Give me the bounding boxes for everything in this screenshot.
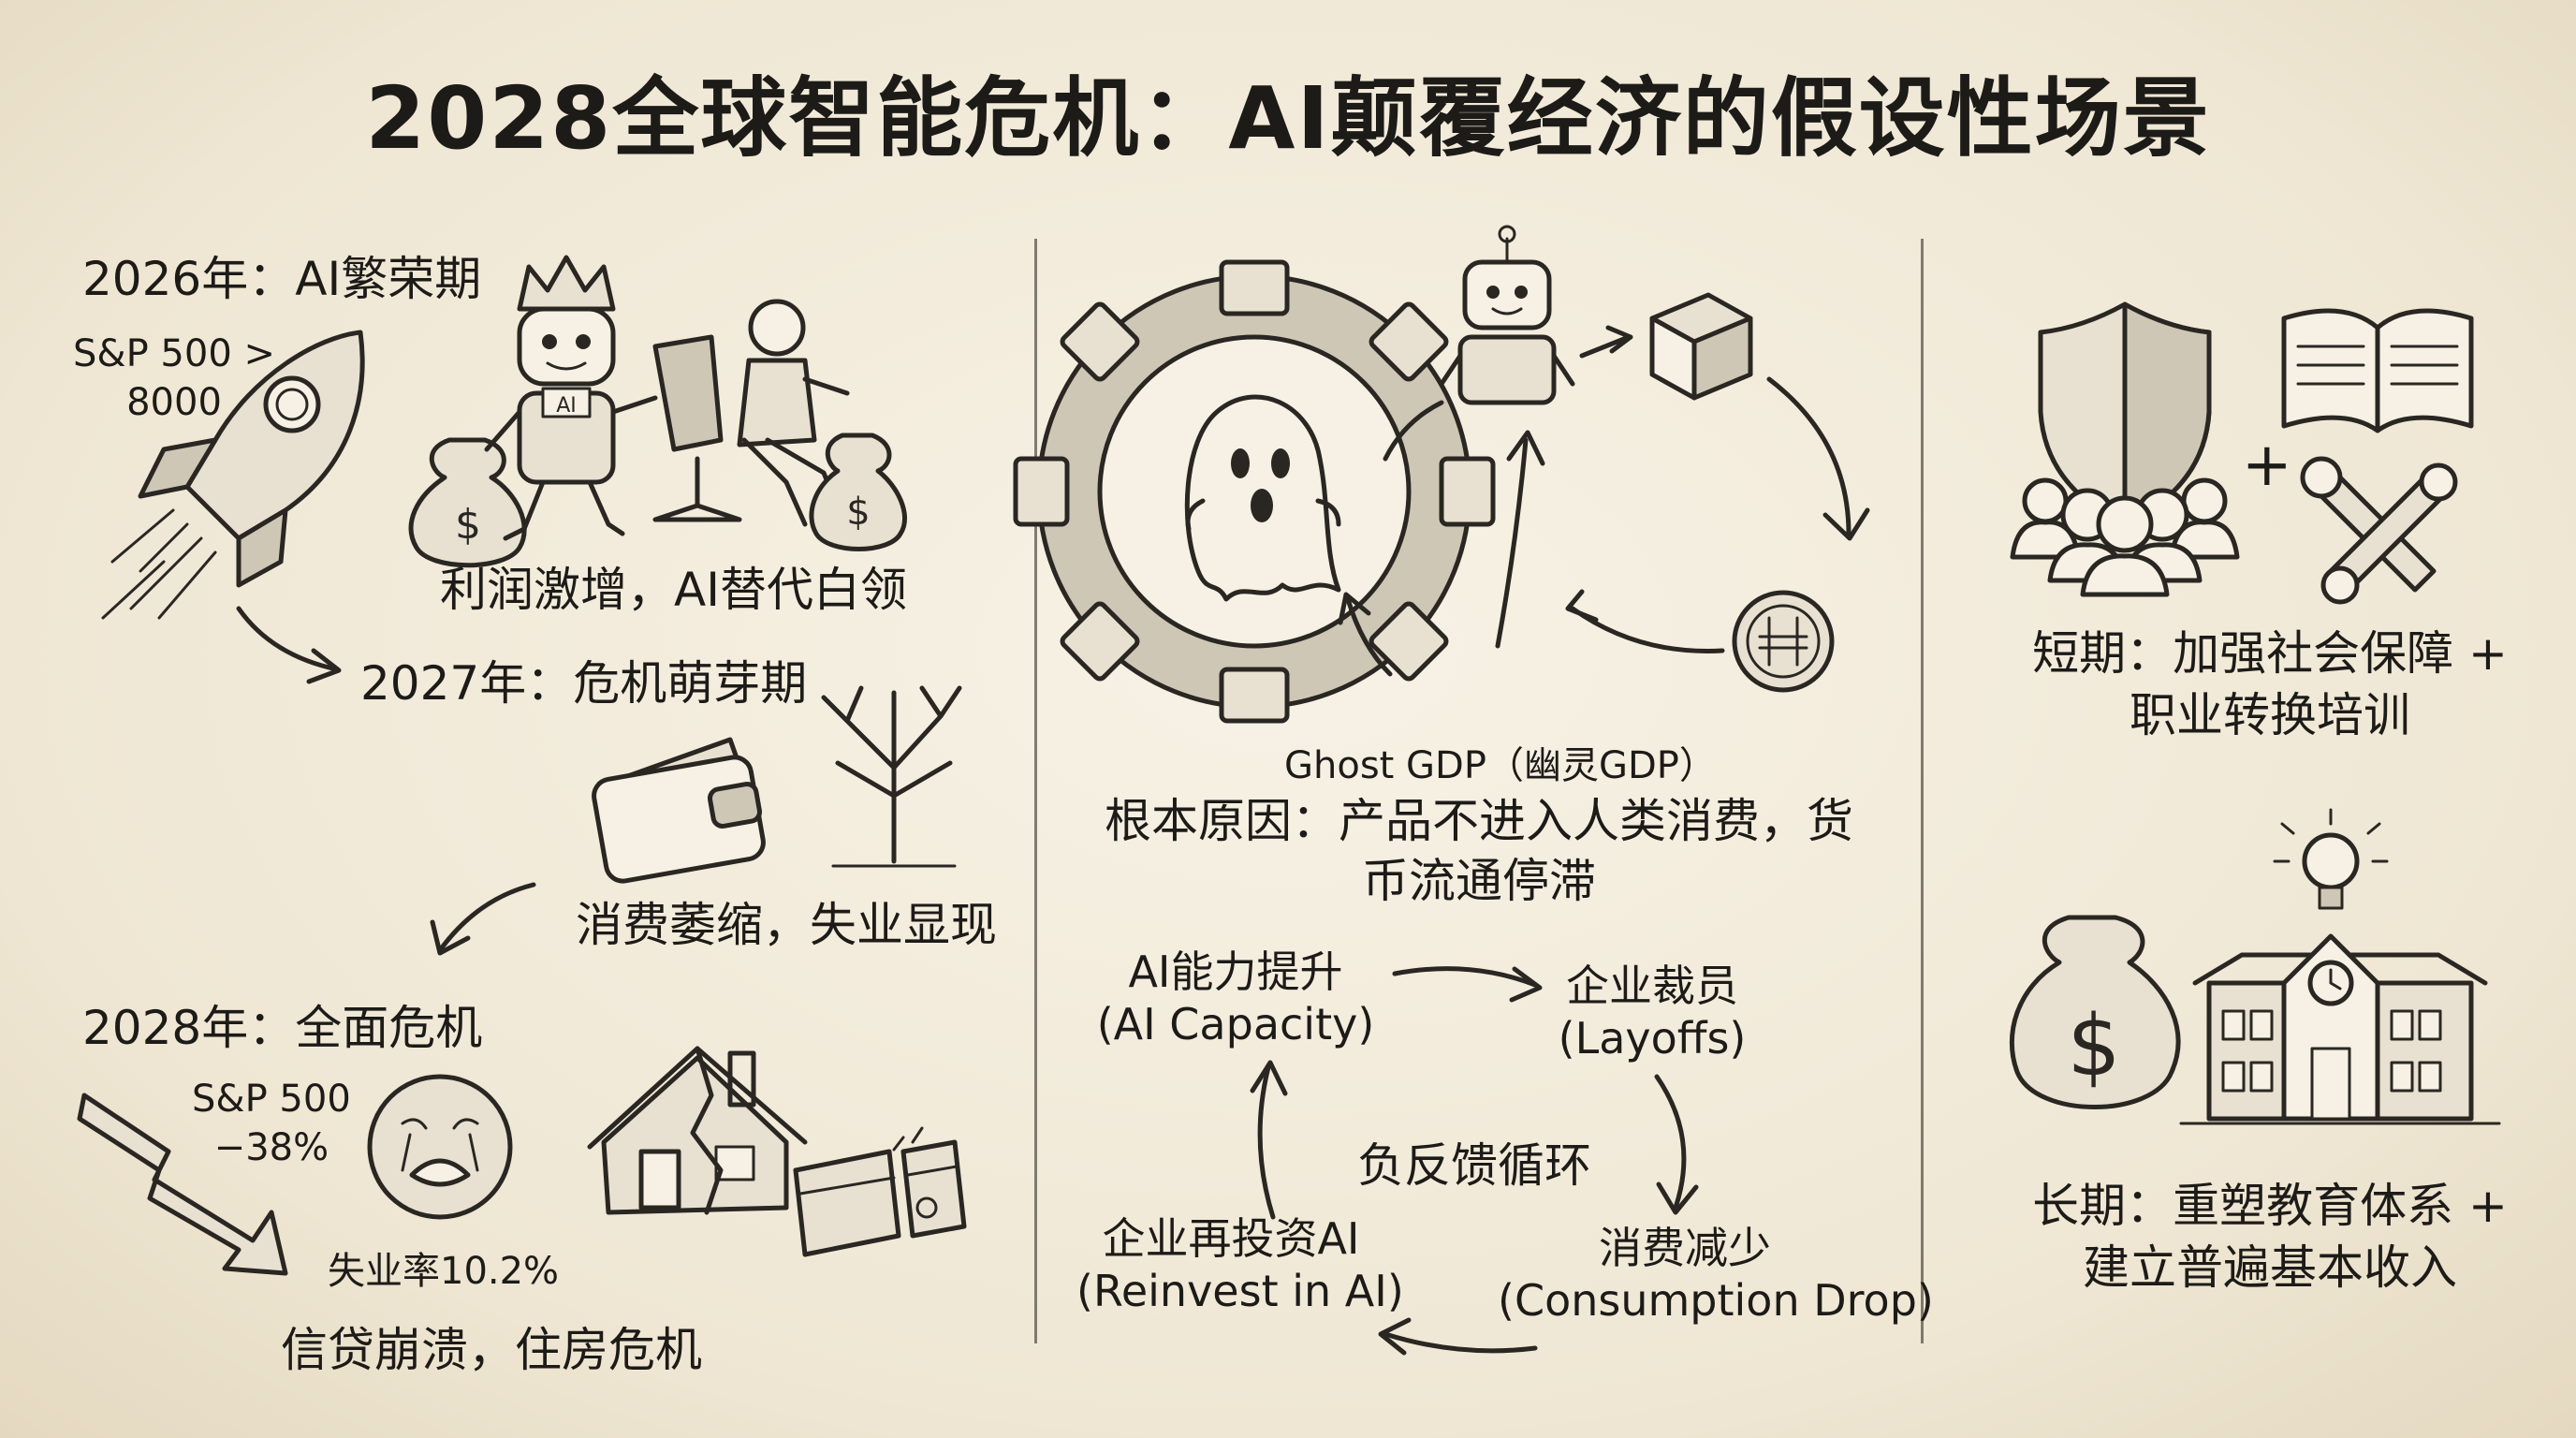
school-building-icon: [2179, 933, 2501, 1125]
sp500-crash-label: S&P 500 −38%: [192, 1078, 351, 1169]
root-cause-text: 根本原因：产品不进入人类消费，货 币流通停滞: [1105, 794, 1853, 908]
wallet-icon: [592, 737, 766, 884]
loop-node-layoffs: 企业裁员 (Layoffs): [1558, 961, 1747, 1064]
page-title: 2028全球智能危机：AI颠覆经济的假设性场景: [365, 68, 2211, 169]
arrow-gear-to-robot: [1495, 437, 1529, 649]
plus-sign: +: [2242, 431, 2292, 500]
arrow-to-2028: [437, 882, 536, 953]
arrow-into-ghost: [1345, 596, 1393, 677]
money-bag-icon: $: [809, 433, 907, 551]
loop-arrow-4: [1257, 1064, 1276, 1220]
book-icon: [2281, 308, 2474, 433]
svg-text:$: $: [2067, 997, 2120, 1095]
loop-node-consumption-drop: 消费减少 (Consumption Drop): [1498, 1223, 1934, 1326]
rocket-icon: [101, 330, 365, 620]
long-term-text: 长期：重塑教育体系 + 建立普遍基本收入: [2032, 1179, 2508, 1295]
down-trend-arrow-icon: [77, 1093, 288, 1276]
ghost-gdp-label: Ghost GDP（幽灵GDP）: [1284, 744, 1717, 787]
ghost-icon: [1184, 394, 1341, 602]
tools-icon: [2300, 456, 2458, 605]
svg-text:$: $: [846, 491, 870, 534]
coin-icon: [1732, 590, 1835, 693]
loop-arrow-1: [1392, 966, 1538, 988]
money-bag-icon: $: [408, 437, 527, 568]
people-icon: [2010, 477, 2240, 597]
office-worker-icon: [652, 299, 850, 527]
year-2027-label: 2027年：危机萌芽期: [360, 656, 808, 711]
gear-icon: [1013, 259, 1496, 724]
loop-node-reinvest: 企业再投资AI (Reinvest in AI): [1076, 1213, 1404, 1316]
arrow-to-2027: [236, 606, 340, 672]
shield-icon: [2038, 301, 2212, 527]
year-2026-label: 2026年：AI繁荣期: [82, 252, 482, 306]
crowned-robot-icon: AI: [484, 255, 658, 541]
loop-center-label: 负反馈循环: [1357, 1138, 1591, 1193]
arrow-robot-to-package: [1579, 334, 1632, 359]
svg-text:$: $: [455, 501, 481, 549]
divider-left: [1034, 239, 1037, 1343]
package-icon: [1649, 292, 1753, 401]
broken-credit-card-icon: [793, 1126, 967, 1257]
money-bag-icon: $: [2009, 915, 2181, 1109]
unemployment-rate: 失业率10.2%: [328, 1250, 560, 1293]
loop-arrow-3: [1383, 1331, 1538, 1354]
dead-tree-icon: [821, 685, 962, 868]
crying-face-icon: [367, 1074, 513, 1220]
robot-badge: AI: [556, 394, 577, 418]
short-term-text: 短期：加强社会保障 + 职业转换培训: [2032, 626, 2508, 742]
crisis-caption: 信贷崩溃，住房危机: [281, 1323, 702, 1377]
divider-right: [1921, 239, 1924, 1343]
loop-arrow-2: [1654, 1074, 1687, 1211]
arrow-coin-to-gear: [1570, 606, 1725, 653]
robot-icon: [1439, 225, 1575, 405]
decline-caption: 消费萎缩，失业显现: [576, 898, 997, 952]
broken-house-icon: [587, 1046, 808, 1215]
loop-node-ai-capacity: AI能力提升 (AI Capacity): [1096, 946, 1375, 1049]
year-2028-label: 2028年：全面危机: [82, 1001, 483, 1055]
lightbulb-icon: [2273, 808, 2389, 910]
arrow-ghost-to-robot: [1383, 400, 1444, 462]
arrow-package-to-coin: [1766, 376, 1852, 536]
sp500-boom-label: S&P 500 > 8000: [73, 332, 275, 424]
boom-caption: 利润激增，AI替代白领: [440, 563, 907, 617]
